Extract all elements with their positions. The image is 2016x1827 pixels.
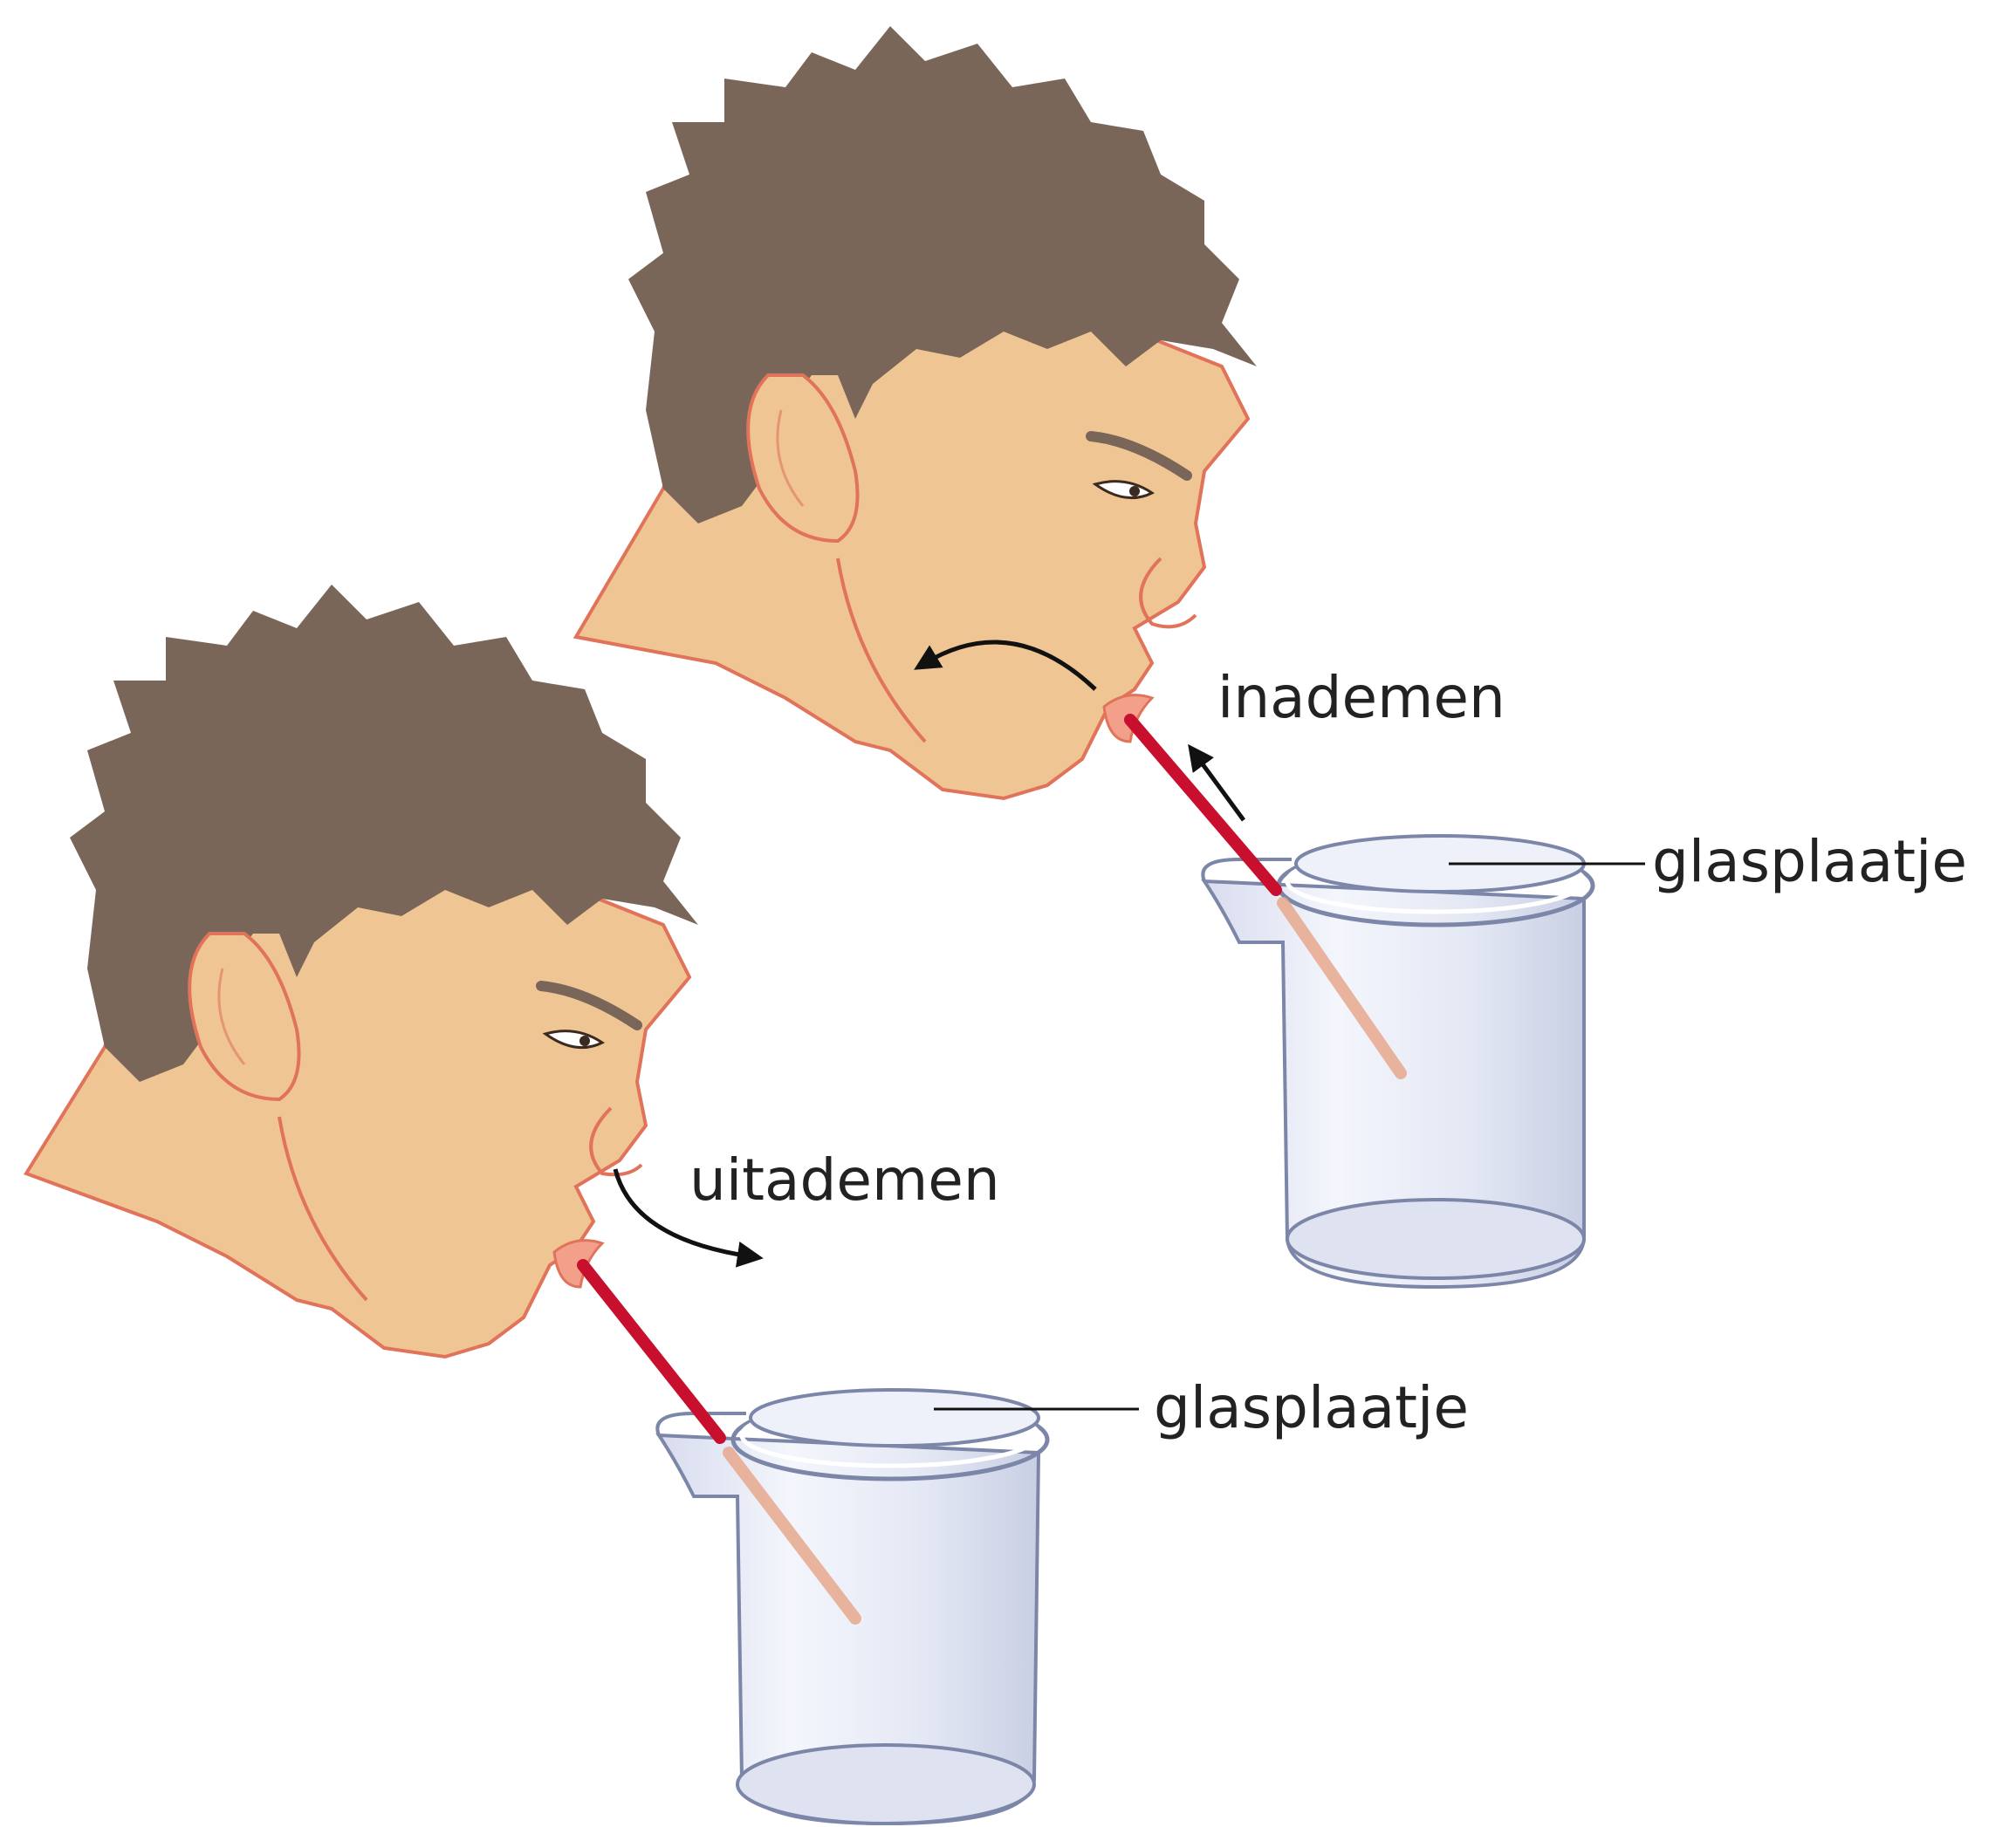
label-glasplaatje-bottom: glasplaatje [1154, 1374, 1469, 1441]
label-inademen: inademen [1217, 664, 1505, 731]
glass-plate-bottom [751, 1390, 1039, 1446]
head-top [576, 26, 1257, 798]
straw-top [1130, 720, 1276, 890]
label-uitademen: uitademen [689, 1146, 1000, 1214]
label-glasplaatje-top: glasplaatje [1652, 828, 1967, 895]
head-bottom [26, 585, 698, 1357]
straw-bottom [583, 1265, 720, 1438]
